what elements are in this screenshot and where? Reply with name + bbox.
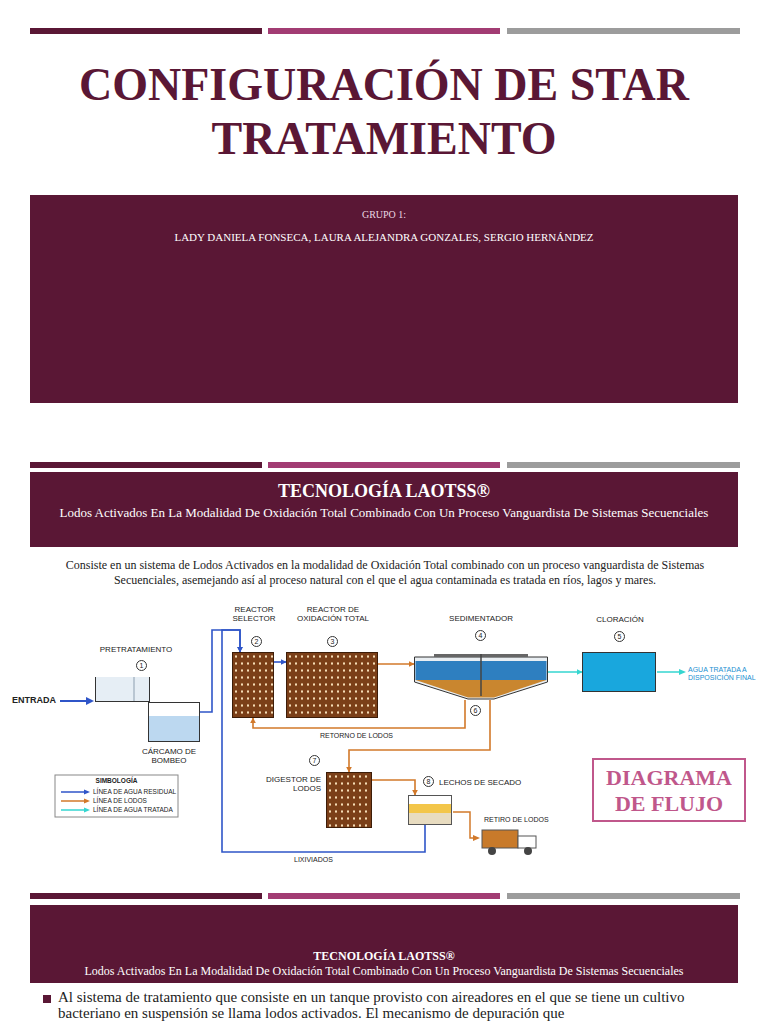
unit-heading: PRETRATAMIENTO bbox=[91, 645, 181, 654]
flow-connector bbox=[222, 630, 425, 852]
unit-heading: LECHOS DE SECADO bbox=[439, 778, 535, 787]
header-band: TECNOLOGÍA LAOTSS®Lodos Activados En La … bbox=[30, 905, 738, 983]
legend-entry: LÍNEA DE LODOS bbox=[93, 797, 177, 805]
truck-cab bbox=[518, 836, 536, 848]
unit-heading: CÁRCAMO DE BOMBEO bbox=[131, 747, 207, 765]
outlet-arrowhead bbox=[679, 669, 686, 675]
legend-sample-line bbox=[61, 809, 86, 811]
outlet-line bbox=[657, 671, 680, 673]
callout-number: 8 bbox=[423, 776, 434, 787]
top-bar bbox=[30, 462, 262, 468]
callout-number: 7 bbox=[309, 755, 320, 766]
legend-entry: LÍNEA DE AGUA TRATADA bbox=[93, 806, 177, 814]
member-names: LADY DANIELA FONSECA, LAURA ALEJANDRA GO… bbox=[50, 230, 718, 245]
inlet-arrowhead bbox=[86, 697, 94, 705]
header-band: TECNOLOGÍA LAOTSS® Lodos Activados En La … bbox=[30, 472, 738, 547]
legend-title: SIMBOLOGÍA bbox=[55, 777, 178, 785]
sludge-removal-arrowhead bbox=[473, 835, 480, 841]
inlet-line bbox=[60, 700, 88, 702]
flow-connector bbox=[548, 671, 582, 673]
inlet-label: ENTRADA bbox=[12, 695, 56, 706]
truck-wheel bbox=[524, 847, 532, 855]
oxidation-reactor: REACTOR DE OXIDACIÓN TOTAL3 bbox=[286, 652, 378, 718]
connector-label: RETORNO DE LODOS bbox=[318, 731, 395, 740]
top-bar bbox=[268, 893, 500, 899]
callout-number: 3 bbox=[327, 636, 338, 647]
top-bar bbox=[268, 28, 500, 34]
sludge-removal-line bbox=[453, 812, 474, 838]
top-bar bbox=[507, 893, 740, 899]
pump-well: CÁRCAMO DE BOMBEO bbox=[148, 702, 200, 742]
connector-label: LIXIVIADOS bbox=[292, 855, 335, 864]
callout-number: 6 bbox=[470, 705, 481, 716]
unit-heading: REACTOR DE OXIDACIÓN TOTAL bbox=[287, 605, 379, 623]
band-title: TECNOLOGÍA LAOTSS® bbox=[44, 949, 724, 964]
unit-heading: CLORACIÓN bbox=[583, 615, 657, 624]
chlorination-tank: CLORACIÓN5 bbox=[582, 652, 656, 692]
outlet-label: AGUA TRATADA A DISPOSICIÓN FINAL bbox=[688, 666, 764, 682]
legend-sample-line bbox=[61, 800, 86, 802]
settling-tank-outline bbox=[414, 652, 548, 700]
tag-text: DIAGRAMA DE FLUJO bbox=[598, 765, 740, 817]
callout-number: 4 bbox=[475, 630, 486, 641]
group-label: GRUPO 1: bbox=[50, 208, 718, 222]
top-bar bbox=[30, 893, 262, 899]
settling-tank: SEDIMENTADOR4 bbox=[414, 652, 548, 700]
legend-box bbox=[55, 775, 178, 817]
bullet-square bbox=[43, 995, 51, 1003]
callout-number: 2 bbox=[251, 636, 262, 647]
legend-sample-line bbox=[61, 791, 86, 793]
intro-paragraph: Consiste en un sistema de Lodos Activado… bbox=[40, 558, 730, 588]
unit-heading: SEDIMENTADOR bbox=[434, 614, 528, 623]
callout-number: 5 bbox=[614, 631, 625, 642]
top-bar bbox=[268, 462, 500, 468]
band-title: TECNOLOGÍA LAOTSS® bbox=[54, 480, 714, 502]
flow-connector bbox=[372, 780, 415, 795]
pretreatment-channel: PRETRATAMIENTO1 bbox=[95, 677, 150, 702]
drying-bed: 8LECHOS DE SECADO bbox=[408, 795, 452, 825]
top-bar bbox=[30, 28, 262, 34]
legend-sample-head bbox=[84, 808, 90, 813]
legend-sample-head bbox=[84, 790, 90, 795]
flow-connector bbox=[274, 661, 286, 663]
selector-reactor: REACTOR SELECTOR2 bbox=[232, 652, 274, 718]
top-bar bbox=[507, 28, 740, 34]
unit-heading: REACTOR SELECTOR bbox=[225, 605, 283, 623]
band-subtitle: Lodos Activados En La Modalidad De Oxida… bbox=[54, 504, 714, 521]
legend-sample-head bbox=[84, 799, 90, 804]
callout-number: 1 bbox=[136, 660, 147, 671]
unit-heading: DIGESTOR DE LODOS bbox=[263, 775, 321, 793]
sludge-removal-label: RETIRO DE LODOS bbox=[484, 815, 564, 824]
band-subtitle: Lodos Activados En La Modalidad De Oxida… bbox=[44, 964, 724, 979]
slide-title: CONFIGURACIÓN DE STAR TRATAMIENTO bbox=[34, 58, 734, 166]
flow-connector bbox=[378, 663, 414, 665]
truck-wheel bbox=[488, 847, 496, 855]
bullet-text: Al sistema de tratamiento que consiste e… bbox=[58, 989, 748, 1021]
flow-diagram-tag: DIAGRAMA DE FLUJO bbox=[592, 758, 746, 822]
legend-entry: LÍNEA DE AGUA RESIDUAL bbox=[93, 788, 177, 796]
top-bar bbox=[507, 462, 740, 468]
sludge-digester: DIGESTOR DE LODOS7 bbox=[326, 772, 372, 828]
truck-body bbox=[482, 830, 518, 848]
tank-shaft bbox=[480, 654, 482, 696]
group-panel: GRUPO 1: LADY DANIELA FONSECA, LAURA ALEJ… bbox=[30, 195, 738, 403]
